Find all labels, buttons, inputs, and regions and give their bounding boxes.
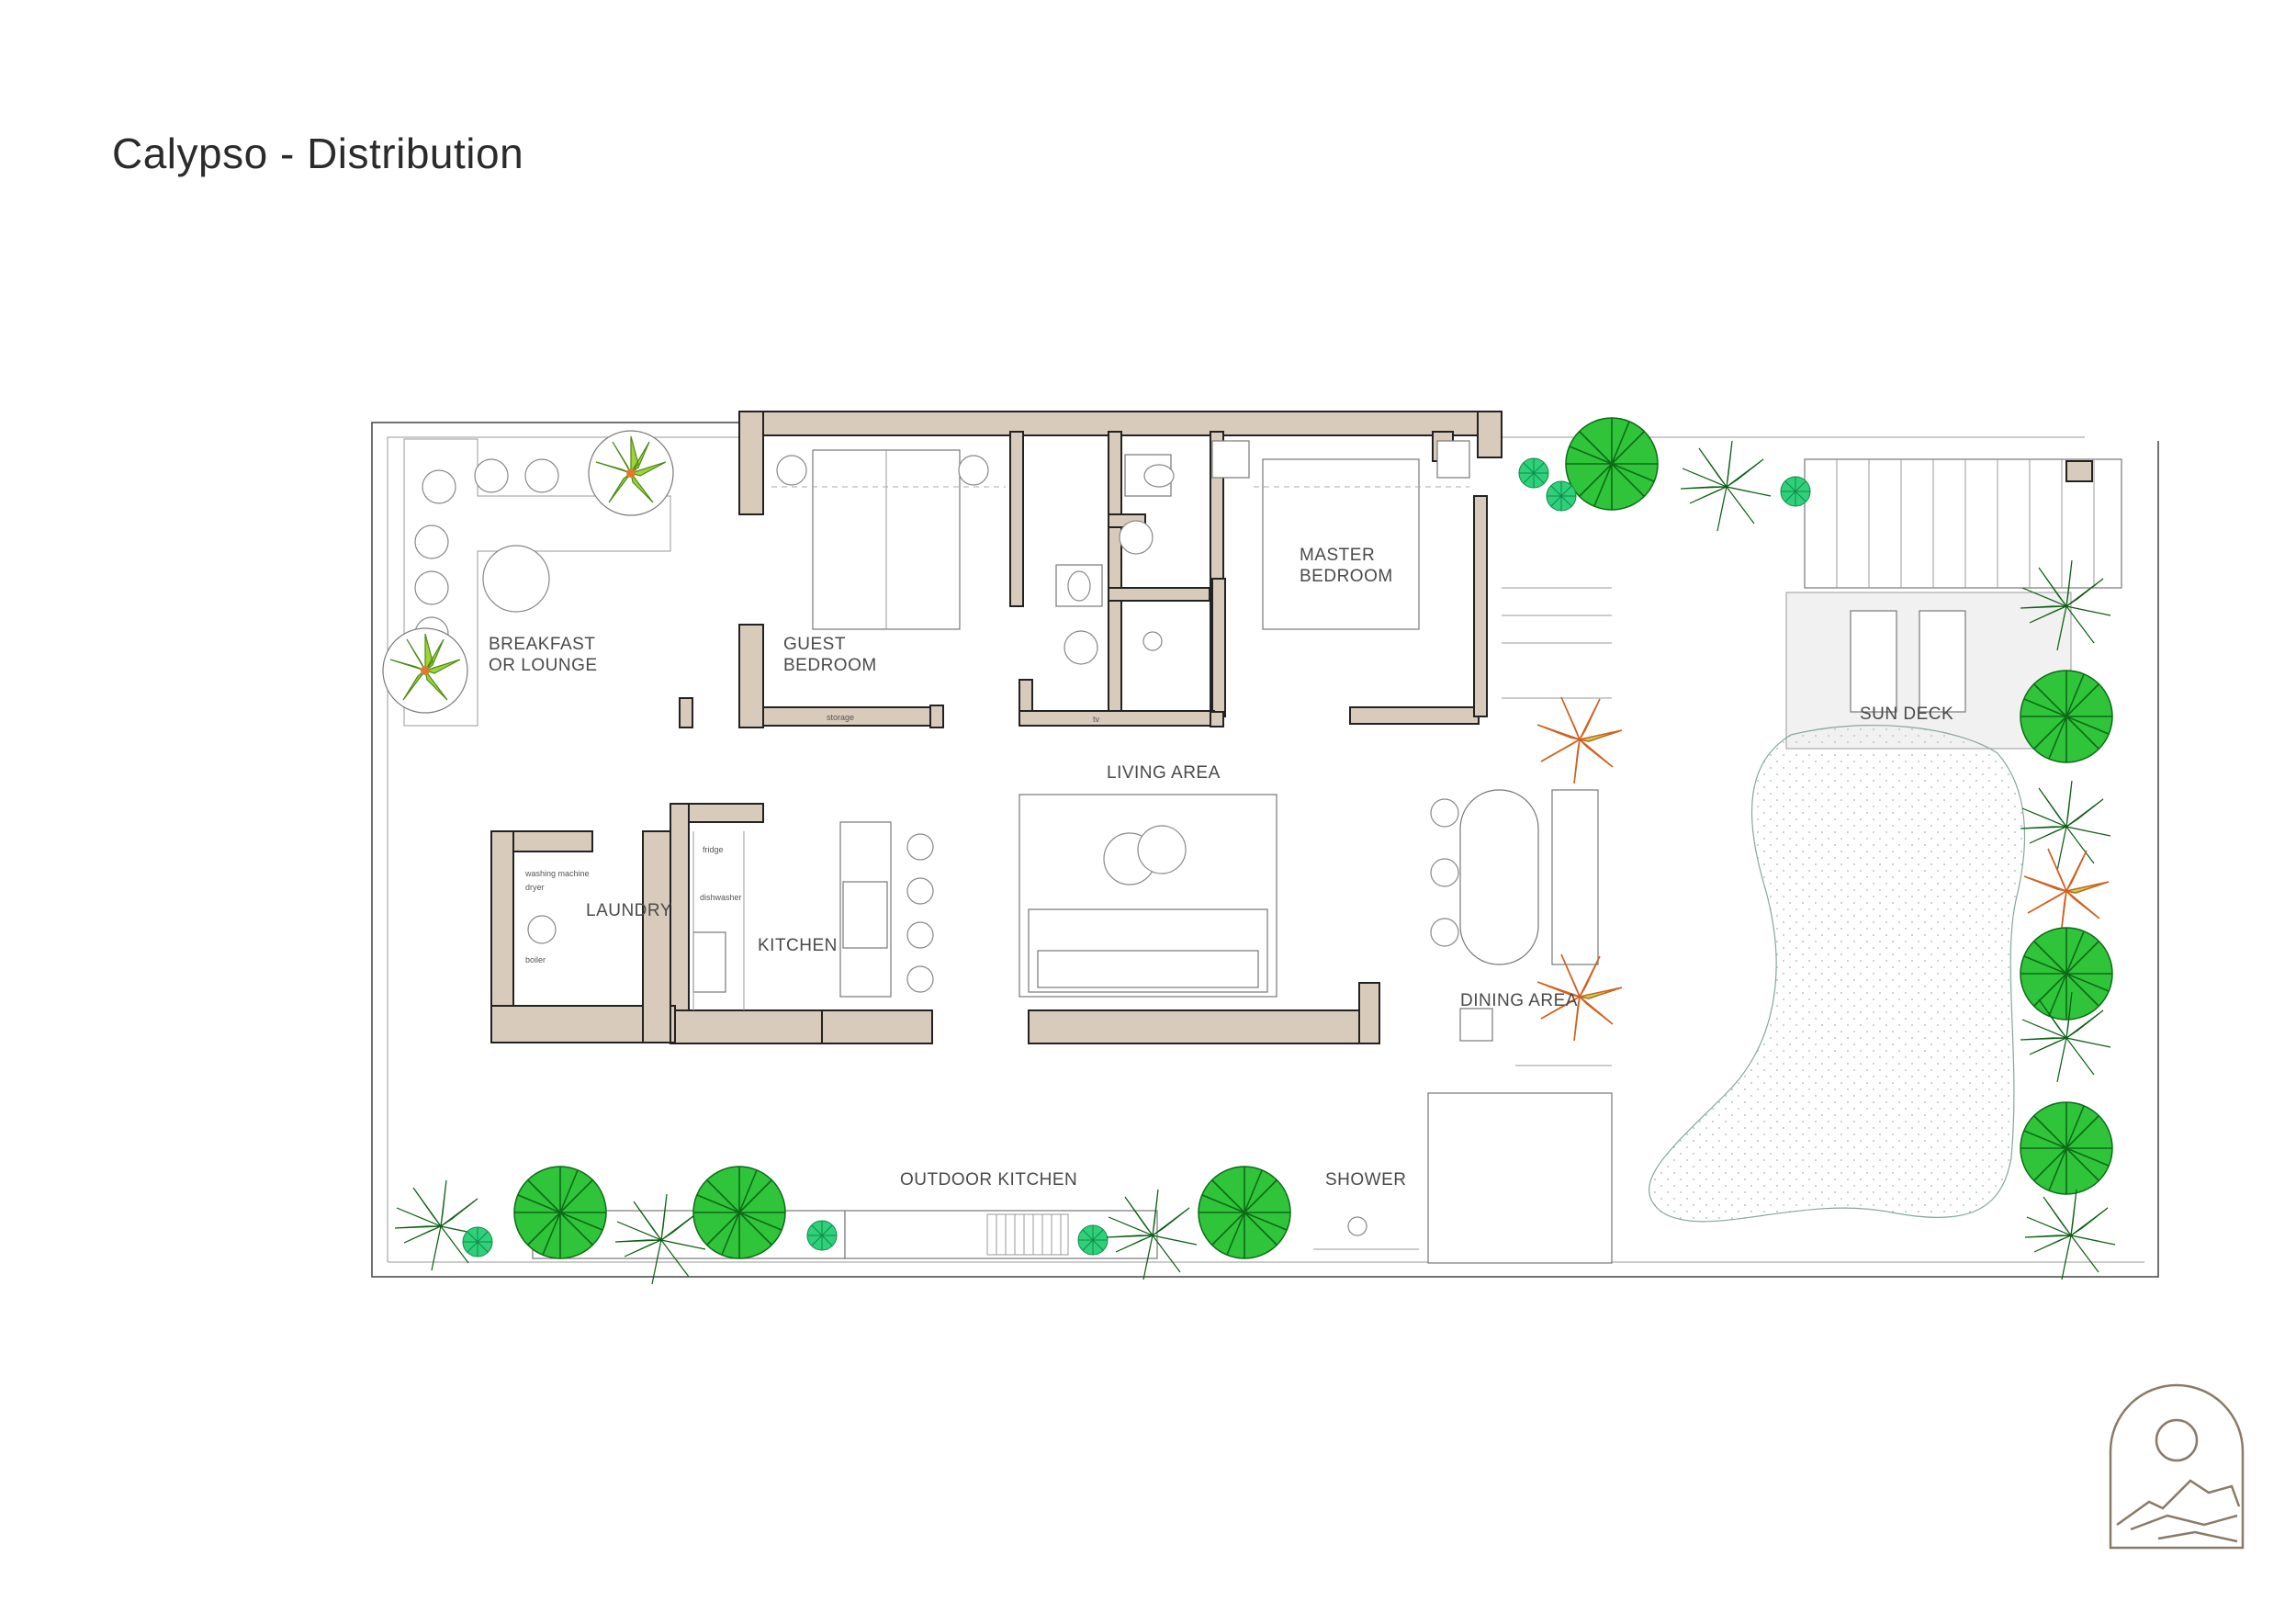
master-label-2: BEDROOM [1300, 567, 1393, 586]
tv-label: tv [1093, 715, 1100, 724]
sundeck-label: SUN DECK [1860, 705, 1953, 724]
dishwasher-label: dishwasher [700, 893, 742, 902]
washing-machine-label: washing machine [524, 869, 590, 878]
fridge-label: fridge [703, 845, 724, 854]
guest-label-2: BEDROOM [783, 656, 877, 675]
pool [1649, 725, 2026, 1223]
guest-label-1: GUEST [783, 635, 846, 654]
house-walls [670, 411, 1503, 1044]
storage-label: storage [827, 713, 854, 722]
brand-logo [2109, 1383, 2245, 1550]
breakfast-seating [403, 438, 671, 727]
outdoor-kitchen-counter [532, 1210, 1419, 1259]
living-label: LIVING AREA [1107, 763, 1221, 783]
laundry-walls [490, 830, 676, 1043]
dining-label: DINING AREA [1460, 991, 1578, 1010]
page-title: Calypso - Distribution [112, 130, 524, 177]
boiler-label: boiler [525, 955, 546, 964]
room-labels: BREAKFAST OR LOUNGE GUEST BEDROOM MASTER… [489, 546, 1953, 1190]
shower-label: SHOWER [1325, 1170, 1407, 1190]
laundry-label: LAUNDRY [586, 901, 672, 920]
master-label-1: MASTER [1300, 546, 1375, 565]
dining-area [1427, 587, 1613, 1264]
breakfast-label-1: BREAKFAST [489, 635, 595, 654]
furniture [527, 440, 1470, 1010]
breakfast-label-2: OR LOUNGE [489, 656, 598, 675]
outdoor-kitchen-label: OUTDOOR KITCHEN [900, 1170, 1077, 1190]
dryer-label: dryer [525, 883, 545, 892]
kitchen-label: KITCHEN [758, 936, 838, 955]
stairs [1804, 458, 2122, 589]
